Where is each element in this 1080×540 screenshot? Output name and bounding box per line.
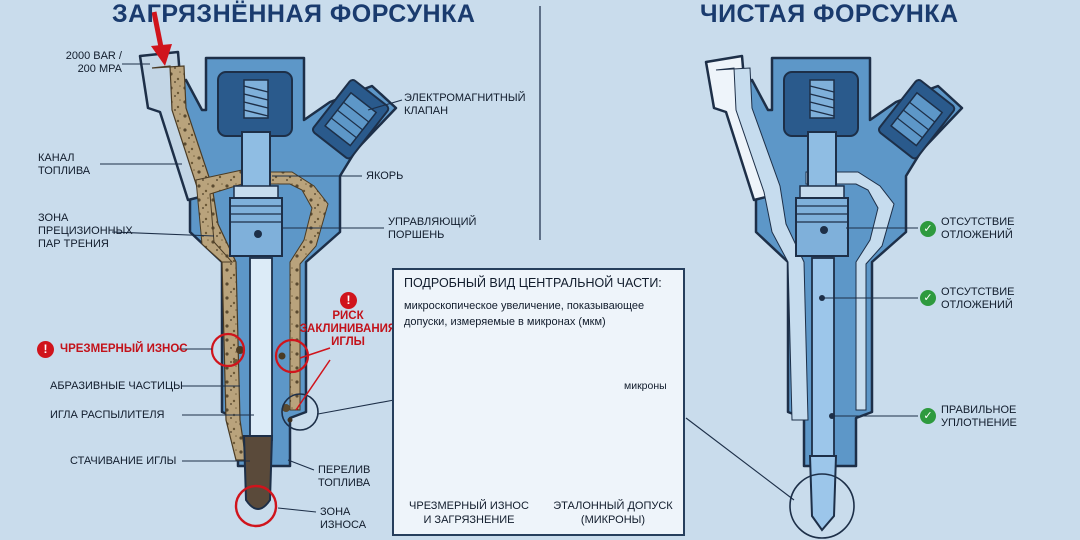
piston-label-line: ПОРШЕНЬ bbox=[388, 229, 445, 241]
clean-needle bbox=[811, 257, 835, 459]
pressure-label: 2000 BAR / 200 MPA bbox=[50, 50, 122, 76]
proper-seal-label-line: ПРАВИЛЬНОЕ bbox=[941, 404, 1017, 416]
overflow-label-line: ПЕРЕЛИВ bbox=[318, 464, 371, 476]
fuel-channel-label: КАНАЛ ТОПЛИВА bbox=[38, 152, 90, 178]
reference-caption-line: ЭТАЛОННЫЙ ДОПУСК bbox=[553, 500, 673, 512]
clean-solenoid-connector bbox=[878, 79, 956, 160]
seize-risk-label-line: ИГЛЫ bbox=[331, 336, 365, 348]
wear-zone-label: ЗОНА ИЗНОСА bbox=[320, 506, 366, 532]
proper-seal-label-line: УПЛОТНЕНИЕ bbox=[941, 417, 1017, 429]
precision-zone-label-line: ПРЕЦИЗИОННЫХ bbox=[38, 225, 133, 237]
contaminated-caption: ЧРЕЗМЕРНЫЙ ИЗНОС И ЗАГРЯЗНЕНИЕ bbox=[400, 499, 538, 527]
microns-label: микроны bbox=[624, 380, 667, 392]
clean-injector-title: ЧИСТАЯ ФОРСУНКА bbox=[700, 0, 959, 28]
no-deposits-label-line: ОТСУТСТВИЕ bbox=[941, 216, 1015, 228]
arrow-down-icon bbox=[151, 11, 172, 66]
clean-fuel-channel bbox=[715, 67, 809, 421]
warning-icon: ! bbox=[37, 341, 54, 358]
dirty-injector bbox=[100, 11, 403, 528]
detail-title: ПОДРОБНЫЙ ВИД ЦЕНТРАЛЬНОЙ ЧАСТИ: bbox=[404, 276, 662, 290]
pressure-label-line: 2000 BAR / bbox=[65, 50, 122, 62]
solenoid-label-line: КЛАПАН bbox=[404, 105, 449, 117]
contaminated-caption-line: ЧРЕЗМЕРНЫЙ ИЗНОС bbox=[409, 500, 529, 512]
clean-inner-channel bbox=[805, 171, 895, 411]
abrasive-label: АБРАЗИВНЫЕ ЧАСТИЦЫ bbox=[50, 380, 183, 392]
clean-leader-lines bbox=[685, 227, 918, 501]
dirty-needle bbox=[249, 257, 273, 441]
dirty-needle-tip bbox=[242, 435, 274, 510]
contaminated-caption-line: И ЗАГРЯЗНЕНИЕ bbox=[423, 514, 515, 526]
clean-tip-circle bbox=[789, 473, 855, 539]
seize-risk-label: РИСК ЗАКЛИНИВАНИЯ ИГЛЫ bbox=[296, 310, 400, 349]
seize-risk-label-line: РИСК bbox=[332, 310, 364, 322]
overflow-label-line: ТОПЛИВА bbox=[318, 477, 371, 489]
armature-label: ЯКОРЬ bbox=[366, 170, 404, 182]
warning-icon: ! bbox=[340, 292, 357, 309]
check-icon: ✓ bbox=[920, 290, 936, 306]
dirty-leader-lines bbox=[100, 63, 403, 513]
wear-marker-circle bbox=[210, 332, 246, 368]
detail-subtitle: микроскопическое увеличение, показывающе… bbox=[404, 300, 645, 328]
fuel-channel-label-line: ТОПЛИВА bbox=[38, 165, 91, 177]
excess-wear-label: ЧРЕЗМЕРНЫЙ ИЗНОС bbox=[60, 343, 188, 355]
no-deposits-label-line: ОТЛОЖЕНИЙ bbox=[941, 299, 1013, 311]
clean-needle-tip bbox=[808, 455, 838, 532]
fuel-channel-label-line: КАНАЛ bbox=[38, 152, 75, 164]
tip-wear-circle bbox=[234, 484, 278, 528]
dirty-solenoid-connector bbox=[312, 79, 390, 160]
precision-zone-label-line: ЗОНА bbox=[38, 212, 69, 224]
clean-injector bbox=[685, 54, 964, 539]
piston-label-line: УПРАВЛЯЮЩИЙ bbox=[388, 216, 477, 228]
needle-label: ИГЛА РАСПЫЛИТЕЛЯ bbox=[50, 409, 165, 421]
precision-zone-label: ЗОНА ПРЕЦИЗИОННЫХ ПАР ТРЕНИЯ bbox=[38, 212, 133, 251]
no-deposits-label-line: ОТСУТСТВИЕ bbox=[941, 286, 1015, 298]
dirty-injector-title: ЗАГРЯЗНЁННАЯ ФОРСУНКА bbox=[112, 0, 476, 28]
wear-zone-label-line: ИЗНОСА bbox=[320, 519, 367, 531]
dirty-fuel-channel bbox=[151, 65, 247, 461]
reference-caption: ЭТАЛОННЫЙ ДОПУСК (МИКРОНЫ) bbox=[544, 499, 682, 527]
piston-label: УПРАВЛЯЮЩИЙ ПОРШЕНЬ bbox=[388, 216, 476, 242]
no-deposits-label-line: ОТЛОЖЕНИЙ bbox=[941, 229, 1013, 241]
no-deposits-label: ОТСУТСТВИЕ ОТЛОЖЕНИЙ bbox=[941, 216, 1014, 242]
seize-risk-label-line: ЗАКЛИНИВАНИЯ bbox=[299, 323, 397, 335]
detail-view-box: ПОДРОБНЫЙ ВИД ЦЕНТРАЛЬНОЙ ЧАСТИ: микроск… bbox=[392, 268, 685, 536]
wear-zone-label-line: ЗОНА bbox=[320, 506, 351, 518]
reference-caption-line: (МИКРОНЫ) bbox=[580, 514, 646, 526]
needle-wear-label: СТАЧИВАНИЕ ИГЛЫ bbox=[70, 455, 177, 467]
precision-zone-label-line: ПАР ТРЕНИЯ bbox=[38, 238, 109, 250]
overflow-label: ПЕРЕЛИВ ТОПЛИВА bbox=[318, 464, 370, 490]
detail-source-circle bbox=[281, 393, 319, 431]
dirty-control-piston bbox=[229, 197, 283, 257]
solenoid-label: ЭЛЕКТРОМАГНИТНЫЙ КЛАПАН bbox=[404, 92, 526, 118]
pressure-label-line: 200 MPA bbox=[77, 63, 122, 75]
proper-seal-label: ПРАВИЛЬНОЕ УПЛОТНЕНИЕ bbox=[941, 404, 1017, 430]
no-deposits-label: ОТСУТСТВИЕ ОТЛОЖЕНИЙ bbox=[941, 286, 1014, 312]
check-icon: ✓ bbox=[920, 221, 936, 237]
dirty-inner-channel bbox=[239, 171, 329, 411]
check-icon: ✓ bbox=[920, 408, 936, 424]
solenoid-label-line: ЭЛЕКТРОМАГНИТНЫЙ bbox=[404, 92, 526, 104]
dirty-armature bbox=[241, 131, 271, 193]
